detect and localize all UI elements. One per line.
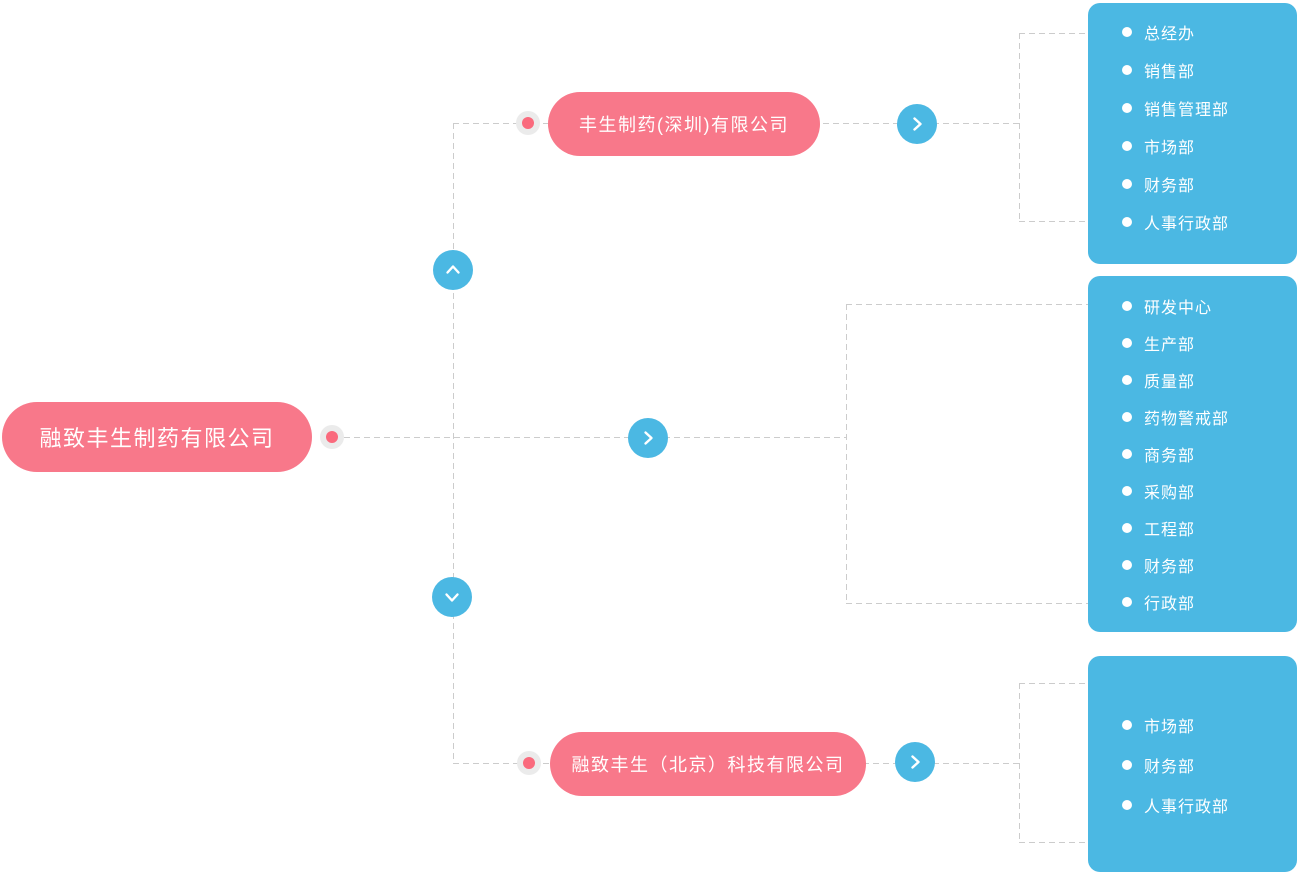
bullet-icon: [1122, 65, 1132, 75]
department-label: 商务部: [1144, 447, 1196, 465]
bullet-icon: [1122, 596, 1132, 607]
department-item[interactable]: 采购部: [1088, 472, 1297, 509]
department-item[interactable]: 总经办: [1088, 13, 1297, 51]
bullet-icon: [1122, 217, 1132, 227]
bracket-middle-lower-stub: [846, 603, 1088, 604]
department-label: 人事行政部: [1144, 799, 1230, 816]
connector-dot-beijing: [517, 751, 541, 775]
department-item[interactable]: 商务部: [1088, 435, 1297, 472]
department-label: 财务部: [1144, 759, 1196, 776]
bullet-icon: [1122, 485, 1132, 496]
subsidiary-node-beijing[interactable]: 融致丰生（北京）科技有限公司: [550, 732, 866, 796]
connector-line-middle: [344, 437, 846, 438]
expand-right-button-shenzhen[interactable]: [897, 104, 937, 144]
bullet-icon: [1122, 448, 1132, 459]
chevron-down-icon: [443, 588, 461, 606]
department-label: 财务部: [1144, 178, 1196, 195]
bullet-icon: [1122, 337, 1132, 348]
department-item[interactable]: 生产部: [1088, 324, 1297, 361]
department-panel-shenzhen: 总经办 销售部 销售管理部 市场部 财务部: [1088, 3, 1297, 264]
department-panel-beijing: 市场部 财务部 人事行政部: [1088, 656, 1297, 872]
department-item[interactable]: 市场部: [1088, 705, 1297, 745]
expand-right-button-beijing[interactable]: [895, 742, 935, 782]
bullet-icon: [1122, 27, 1132, 37]
collapse-up-button[interactable]: [433, 250, 473, 290]
expand-down-button[interactable]: [432, 577, 472, 617]
bracket-top-upper-stub: [1019, 33, 1088, 34]
department-label: 采购部: [1144, 484, 1196, 502]
department-label: 药物警戒部: [1144, 410, 1230, 428]
bracket-bottom-upper-stub: [1019, 683, 1088, 684]
department-item[interactable]: 市场部: [1088, 127, 1297, 165]
department-label: 行政部: [1144, 595, 1196, 613]
connector-dot-shenzhen: [516, 111, 540, 135]
bullet-icon: [1122, 411, 1132, 422]
bullet-icon: [1122, 179, 1132, 189]
bracket-bottom-vertical: [1019, 683, 1020, 842]
chevron-up-icon: [444, 261, 462, 279]
bracket-top-vertical: [1019, 33, 1020, 221]
bracket-top-lower-stub: [1019, 221, 1088, 222]
department-item[interactable]: 行政部: [1088, 583, 1297, 620]
connector-line-vertical: [453, 123, 454, 763]
bracket-bottom-lower-stub: [1019, 842, 1088, 843]
department-label: 销售管理部: [1144, 102, 1230, 119]
department-label: 质量部: [1144, 373, 1196, 391]
bullet-icon: [1122, 141, 1132, 151]
department-label: 市场部: [1144, 719, 1196, 736]
department-item[interactable]: 人事行政部: [1088, 203, 1297, 241]
department-item[interactable]: 质量部: [1088, 361, 1297, 398]
department-item[interactable]: 销售部: [1088, 51, 1297, 89]
department-label: 生产部: [1144, 336, 1196, 354]
department-label: 人事行政部: [1144, 216, 1230, 233]
department-item[interactable]: 研发中心: [1088, 287, 1297, 324]
department-label: 市场部: [1144, 140, 1196, 157]
department-label: 工程部: [1144, 521, 1196, 539]
bullet-icon: [1122, 300, 1132, 311]
bracket-middle-vertical: [846, 304, 847, 603]
department-panel-root: 研发中心 生产部 质量部 药物警戒部 商务部: [1088, 276, 1297, 632]
root-company-node[interactable]: 融致丰生制药有限公司: [2, 402, 312, 472]
bullet-icon: [1122, 760, 1132, 770]
bracket-middle-upper-stub: [846, 304, 1088, 305]
chevron-right-icon: [908, 115, 926, 133]
department-label: 总经办: [1144, 26, 1196, 43]
department-label: 财务部: [1144, 558, 1196, 576]
department-label: 销售部: [1144, 64, 1196, 81]
department-item[interactable]: 财务部: [1088, 745, 1297, 785]
subsidiary-node-shenzhen[interactable]: 丰生制药(深圳)有限公司: [548, 92, 820, 156]
department-item[interactable]: 人事行政部: [1088, 785, 1297, 825]
bullet-icon: [1122, 374, 1132, 385]
department-item[interactable]: 药物警戒部: [1088, 398, 1297, 435]
bullet-icon: [1122, 103, 1132, 113]
department-item[interactable]: 财务部: [1088, 546, 1297, 583]
chevron-right-icon: [906, 753, 924, 771]
department-item[interactable]: 工程部: [1088, 509, 1297, 546]
department-item[interactable]: 财务部: [1088, 165, 1297, 203]
department-label: 研发中心: [1144, 299, 1213, 317]
expand-right-button-root[interactable]: [628, 418, 668, 458]
connector-dot-root: [320, 425, 344, 449]
bullet-icon: [1122, 522, 1132, 533]
department-item[interactable]: 销售管理部: [1088, 89, 1297, 127]
bullet-icon: [1122, 720, 1132, 730]
bullet-icon: [1122, 800, 1132, 810]
bullet-icon: [1122, 559, 1132, 570]
chevron-right-icon: [639, 429, 657, 447]
